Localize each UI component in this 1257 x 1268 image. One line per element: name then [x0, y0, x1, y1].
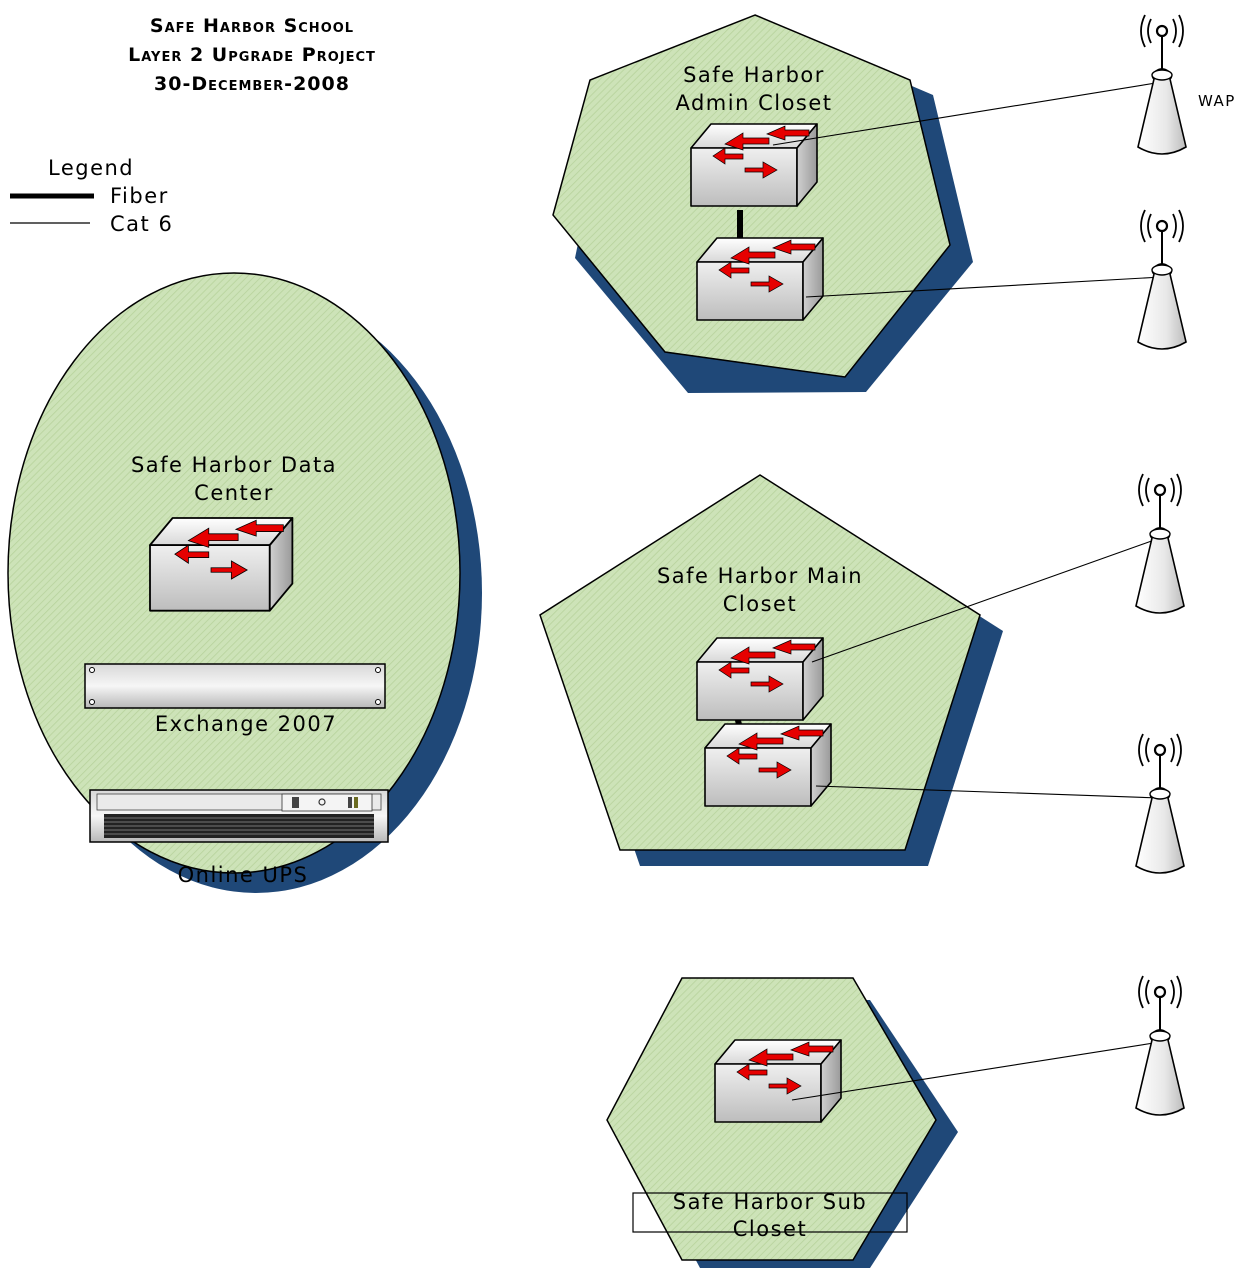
data-center-label-1: Safe Harbor Data — [131, 453, 337, 477]
sub-closet: Safe Harbor Sub Closet — [606, 977, 958, 1268]
title-line-1: Safe Harbor School — [150, 15, 354, 37]
link-main2-wap4 — [815, 785, 1161, 799]
main-switch-1 — [696, 637, 824, 721]
data-center: Safe Harbor Data Center Exchange 2007 — [7, 272, 482, 893]
cat6-links — [772, 81, 1163, 1101]
main-switch-2 — [704, 723, 832, 807]
link-admin1-wap1 — [772, 81, 1163, 146]
title-line-2: Layer 2 Upgrade Project — [128, 44, 376, 66]
wap-4 — [1134, 732, 1186, 875]
exchange-server — [84, 663, 386, 709]
admin-closet-label-1: Safe Harbor — [683, 63, 825, 87]
sub-closet-label-2: Closet — [733, 1217, 807, 1241]
data-center-switch — [149, 517, 294, 612]
ups-label: Online UPS — [178, 863, 309, 887]
data-center-label-2: Center — [194, 481, 274, 505]
wap-2 — [1136, 208, 1188, 351]
legend-heading: Legend — [48, 156, 134, 180]
sub-closet-label-1: Safe Harbor Sub — [673, 1190, 867, 1214]
wap-5 — [1134, 974, 1186, 1117]
main-closet-label-2: Closet — [723, 592, 797, 616]
diagram-title: Safe Harbor School Layer 2 Upgrade Proje… — [128, 15, 376, 95]
link-main1-wap3 — [811, 537, 1161, 663]
link-admin2-wap2 — [805, 276, 1163, 298]
legend-cat6-label: Cat 6 — [110, 212, 173, 236]
admin-closet-label-2: Admin Closet — [675, 91, 832, 115]
sub-switch — [714, 1039, 842, 1123]
admin-switch-2 — [696, 237, 824, 321]
legend-fiber-label: Fiber — [110, 184, 169, 208]
ups-device — [89, 789, 389, 843]
main-closet: Safe Harbor Main Closet — [539, 474, 1003, 866]
sub-closet-label-box — [632, 1192, 908, 1233]
legend: Legend Fiber Cat 6 — [10, 156, 173, 236]
main-closet-label-1: Safe Harbor Main — [657, 564, 863, 588]
title-line-3: 30-December-2008 — [154, 73, 350, 95]
exchange-label: Exchange 2007 — [155, 712, 337, 736]
admin-switch-1 — [690, 123, 818, 207]
link-sub-wap5 — [791, 1041, 1161, 1101]
wap-label: WAP — [1198, 92, 1236, 110]
admin-closet: Safe Harbor Admin Closet — [552, 14, 973, 393]
